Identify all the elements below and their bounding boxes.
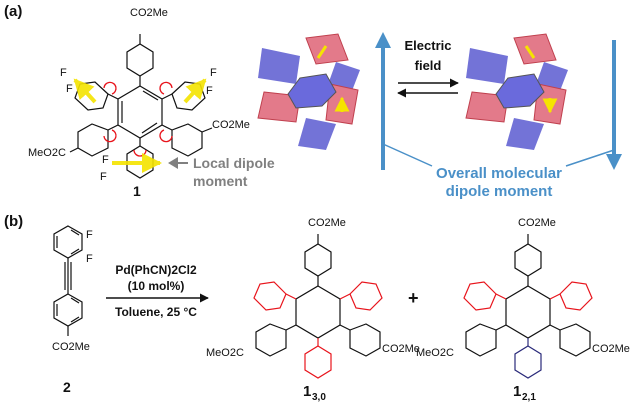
panel-b-label: (b) [4,213,23,230]
overall-dipole-line-2: dipole moment [446,183,553,200]
fluoro-label-5: F [102,154,109,166]
dipole-down-arrow-head [606,154,622,170]
plus-sign: + [408,288,419,308]
overall-dipole-line-1: Overall molecular [436,165,562,182]
reactant-fluoro-2: F [86,253,93,265]
ester-right: CO2Me [212,119,250,131]
product-1-label-sub: 3,0 [312,392,326,403]
ester-left: MeO2C [28,147,66,159]
product-1-21-structure [463,234,593,379]
dipole-leader-left [382,143,433,167]
product-1-ester-top: CO2Me [308,217,346,229]
product-2-ester-right: CO2Me [592,343,630,355]
product-1-ester-right: CO2Me [382,343,420,355]
local-dipole-line-2: moment [193,173,248,189]
dipole-leader-right [565,149,615,167]
catalyst-text: Pd(PhCN)2Cl2 [115,263,197,277]
fluoro-label-6: F [100,171,107,183]
fluoro-label-4: F [206,85,213,97]
electric-field-line-1: Electric [405,38,452,53]
reactant-fluoro-1: F [86,229,93,241]
local-dipole-arrows [73,78,207,173]
molecule-1-label: 1 [133,183,141,199]
loading-text: (10 mol%) [128,279,185,293]
fluoro-label-1: F [60,67,67,79]
electric-field-line-2: field [415,58,442,73]
molecule-model-right [465,33,568,150]
panel-a-label: (a) [4,3,22,20]
product-2-label-sub: 2,1 [522,392,536,403]
molecule-model-left [257,33,360,150]
product-2-label-base: 1 [513,383,521,400]
rotation-arrows [103,81,173,157]
fluoro-label-2: F [66,83,73,95]
reactant-ester: CO2Me [52,341,90,353]
product-1-30-structure [253,234,383,379]
dipole-up-arrow-head [375,32,391,48]
reactant-2-structure [53,225,83,336]
reactant-2-label: 2 [63,379,71,395]
product-1-label-base: 1 [303,383,311,400]
local-dipole-pointer-head [168,157,178,169]
product-2-ester-top: CO2Me [518,217,556,229]
ester-top: CO2Me [130,7,168,19]
local-dipole-line-1: Local dipole [193,155,275,171]
product-1-ester-left: MeO2C [206,347,244,359]
product-2-ester-left: MeO2C [416,347,454,359]
fluoro-label-3: F [210,67,217,79]
conditions-text: Toluene, 25 °C [115,305,197,319]
